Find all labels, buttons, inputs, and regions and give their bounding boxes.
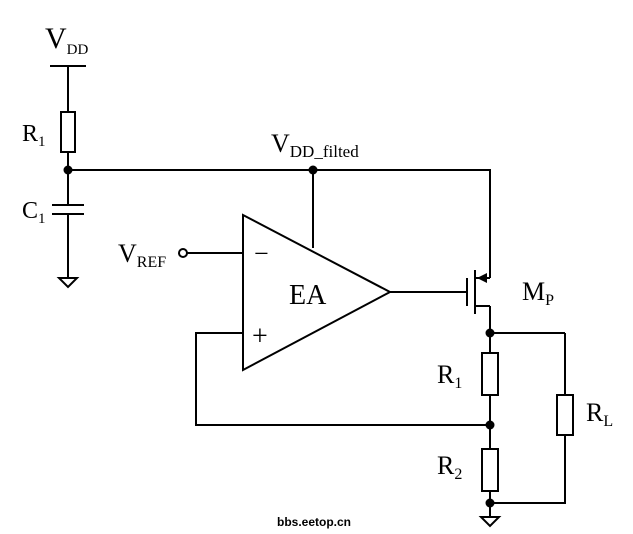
junction-dot-ea-supply [308, 165, 318, 175]
junction-dot-input [63, 165, 73, 175]
error-amplifier [242, 213, 393, 372]
ground-symbol-c1 [56, 277, 80, 289]
resistor-r1-input [60, 111, 76, 153]
label-mp: MP [522, 277, 554, 309]
junction-dot-output [485, 328, 495, 338]
label-ea: EA [289, 280, 327, 311]
pmos-transistor-mp [466, 270, 491, 333]
vdd-filtered-rail [68, 169, 491, 278]
vref-terminal [178, 248, 188, 258]
feedback-wire [195, 332, 490, 426]
resistor-r1-divider [481, 352, 499, 396]
label-r2: R2 [437, 451, 462, 483]
label-plus-input: + [252, 321, 268, 352]
wire-rl-bottom [490, 435, 566, 504]
capacitor-c1 [52, 204, 84, 215]
label-vdd: VDD [45, 22, 89, 58]
label-vref: VREF [118, 239, 166, 271]
label-minus-input: − [254, 239, 269, 268]
watermark-text: bbs.eetop.cn [277, 515, 351, 529]
label-c1: C1 [22, 198, 46, 227]
ground-symbol-output [478, 516, 502, 528]
label-r1-input: R1 [22, 121, 46, 150]
vdd-supply [50, 65, 86, 112]
resistor-rl [556, 394, 574, 436]
resistor-r2 [481, 448, 499, 492]
label-r1-divider: R1 [437, 360, 462, 392]
label-vdd-filtered: VDD_filted [271, 129, 359, 161]
label-rl: RL [586, 398, 613, 430]
